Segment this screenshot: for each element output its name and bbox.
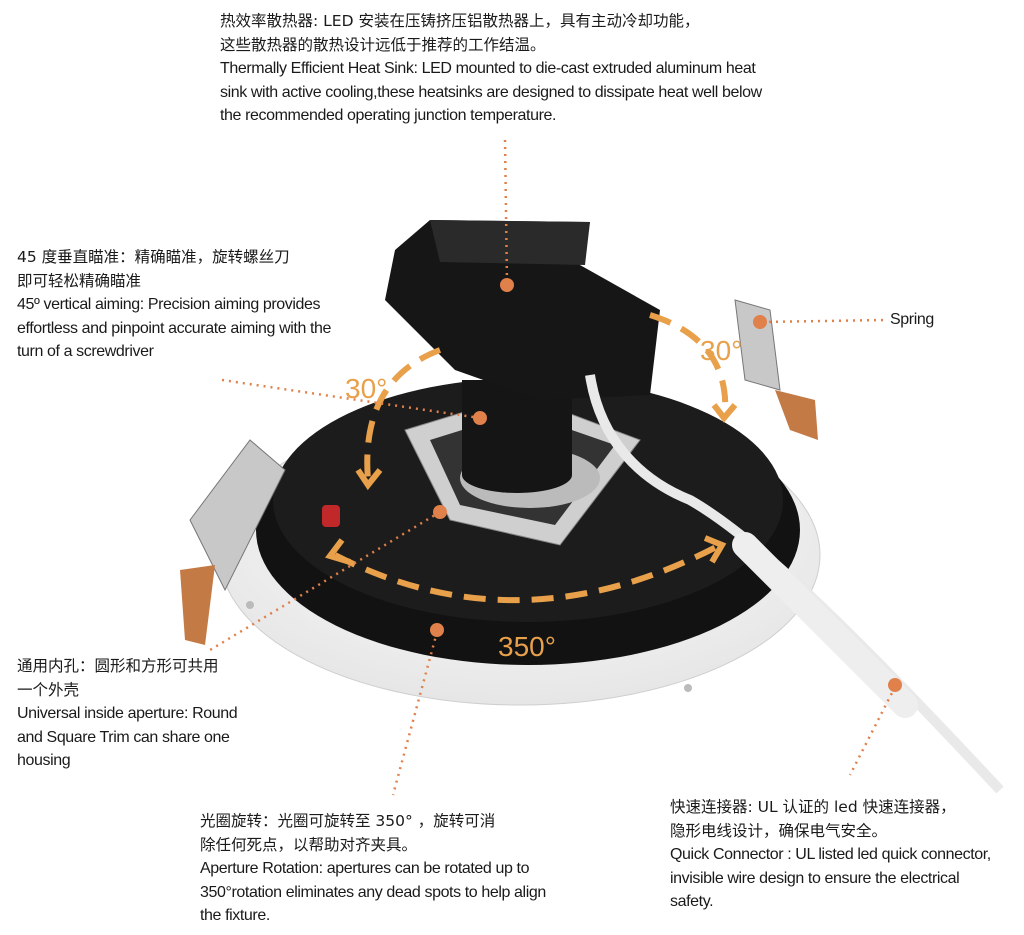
angle-right: 30° (700, 335, 742, 366)
aiming-callout: 45 度垂直瞄准：精确瞄准，旋转螺丝刀 即可轻松精确瞄准 45º vertica… (17, 246, 331, 364)
text: Quick Connector : UL listed led quick co… (670, 846, 991, 863)
text: 45º vertical aiming: Precision aiming pr… (17, 296, 321, 313)
text: 即可轻松精确瞄准 (17, 271, 142, 290)
text: Aperture Rotation: apertures can be rota… (200, 860, 530, 877)
heat-sink (385, 220, 660, 400)
text: sink with active cooling,these heatsinks… (220, 83, 762, 101)
connector-callout: 快速连接器: UL 认证的 led 快速连接器， 隐形电线设计，确保电气安全。 … (670, 796, 991, 914)
text: 45 度垂直瞄准：精确瞄准，旋转螺丝刀 (17, 248, 290, 266)
text: 除任何死点，以帮助对齐夹具。 (200, 835, 418, 854)
text: Universal inside aperture: Round (17, 705, 238, 722)
rotation-arc-bottom (333, 542, 722, 604)
text: 350°rotation eliminates any dead spots t… (200, 883, 546, 901)
text: the recommended operating junction tempe… (220, 107, 557, 124)
aiming-arc-right (649, 312, 729, 416)
text: and Square Trim can share one (17, 728, 230, 746)
text: turn of a screwdriver (17, 343, 154, 360)
heat-sink-callout: 热效率散热器: LED 安装在压铸挤压铝散热器上，具有主动冷却功能， 这些散热器… (220, 10, 762, 128)
text: 一个外壳 (17, 680, 80, 699)
angle-bottom: 350° (498, 631, 556, 662)
text: invisible wire design to ensure the elec… (670, 869, 960, 887)
text: Spring (890, 311, 934, 328)
text: 通用内孔：圆形和方形可共用 (17, 657, 219, 675)
aperture-callout: 通用内孔：圆形和方形可共用 一个外壳 Universal inside aper… (17, 655, 238, 773)
pointer-dots (430, 278, 902, 692)
text: 热效率散热器: LED 安装在压铸挤压铝散热器上，具有主动冷却功能， (220, 12, 700, 30)
rotation-callout: 光圈旋转：光圈可旋转至 350° ，旋转可消 除任何死点，以帮助对齐夹具。 Ap… (200, 810, 546, 928)
text: housing (17, 752, 71, 769)
text: safety. (670, 893, 714, 910)
text: 快速连接器: UL 认证的 led 快速连接器， (670, 798, 956, 816)
text: 这些散热器的散热设计远低于推荐的工作结温。 (220, 35, 546, 54)
text: 光圈旋转：光圈可旋转至 350° ，旋转可消 (200, 812, 496, 830)
text: Thermally Efficient Heat Sink: LED mount… (220, 60, 756, 77)
aiming-arc-left (364, 347, 442, 481)
text: 隐形电线设计，确保电气安全。 (670, 821, 888, 840)
text: the fixture. (200, 907, 270, 924)
text: effortless and pinpoint accurate aiming … (17, 319, 332, 337)
angle-left: 30° (345, 373, 387, 404)
spring-callout: Spring (890, 308, 934, 332)
